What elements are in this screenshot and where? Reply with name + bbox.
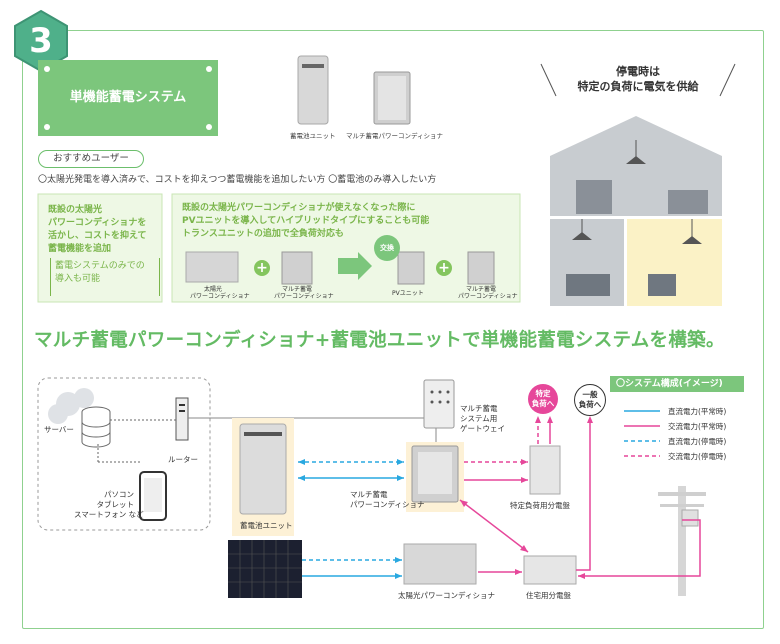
plus-icon: + (254, 260, 270, 276)
multi-pcs-diagram-icon (411, 445, 459, 503)
solar-pcs-small-icon (185, 251, 239, 283)
battery-unit-label: 蓄電池ユニット (290, 132, 336, 140)
home-panel-label: 住宅用分電盤 (526, 591, 571, 600)
specific-panel-label: 特定負荷用分電盤 (510, 501, 570, 510)
specific-load-panel-icon (529, 445, 561, 495)
server-label: サーバー (44, 425, 74, 434)
right-box-text: 既設の太陽光パワーコンディショナが使えなくなった際に PVユニットを導入してハイ… (182, 203, 430, 239)
plus-icon: + (436, 260, 452, 276)
rivet-icon (206, 124, 212, 130)
rivet-icon (44, 66, 50, 72)
gateway-label: マルチ蓄電 システム用 ゲートウェイ (460, 404, 505, 433)
battery-unit-diagram-icon (239, 423, 287, 515)
legend-title: 〇システム構成(イメージ) (610, 376, 744, 392)
multi-pcs-small-icon-1 (281, 251, 313, 285)
home-panel-icon (523, 555, 577, 585)
system-title-plate: 単機能蓄電システム (38, 60, 218, 136)
arrow-right-icon (338, 252, 372, 280)
pv-unit-small-icon (397, 251, 425, 285)
specific-load-badge: 特定負荷へ (528, 384, 558, 414)
utility-pole-icon (658, 486, 706, 596)
swap-badge: 交換 (374, 235, 400, 261)
battery-unit-diagram-label: 蓄電池ユニット (240, 521, 293, 530)
recommended-users-label: おすすめユーザー (38, 150, 144, 168)
multi-pcs-image-icon (373, 71, 411, 125)
gateway-icon (423, 379, 455, 429)
cloud-icon (48, 388, 94, 424)
server-icon (81, 406, 111, 448)
recommended-users-text: 〇太陽光発電を導入済みで、コストを抑えつつ蓄電機能を追加したい方 〇蓄電池のみ導… (38, 175, 437, 185)
multi-pcs-diagram-label: マルチ蓄電 パワーコンディショナ (350, 490, 425, 509)
general-load-badge: 一般負荷へ (574, 384, 606, 416)
smartphone-icon (139, 471, 167, 521)
legend: 〇システム構成(イメージ) 直流電力(平常時) 交流電力(平常時) 直流電力(停… (610, 376, 748, 468)
item3-label: PVユニット (392, 290, 424, 297)
item4-label: マルチ蓄電パワーコンディショナ (458, 286, 518, 300)
outage-text: 停電時は 特定の負荷に電気を供給 (577, 65, 699, 93)
item2-label: マルチ蓄電パワーコンディショナ (274, 286, 334, 300)
system-title: 単機能蓄電システム (69, 90, 187, 105)
solar-pcs-diagram-label: 太陽光パワーコンディショナ (398, 591, 495, 600)
multi-pcs-small-icon-2 (467, 251, 495, 285)
solar-pcs-diagram-icon (403, 543, 477, 585)
battery-unit-image-icon (297, 55, 329, 125)
devices-label: パソコン タブレット スマートフォン など (74, 490, 144, 519)
rivet-icon (44, 124, 50, 130)
item1-label: 太陽光パワーコンディショナ (190, 286, 250, 300)
rivet-icon (206, 66, 212, 72)
left-box-note: 蓄電システムのみでの 導入も可能 (55, 261, 145, 284)
house-icon (540, 63, 736, 306)
multi-pcs-label: マルチ蓄電パワーコンディショナ (346, 132, 444, 140)
headline: マルチ蓄電パワーコンディショナ+蓄電池ユニットで単機能蓄電システムを構築。 (34, 330, 725, 351)
router-icon (175, 397, 189, 441)
network-box (37, 377, 211, 531)
solar-panel-icon (228, 540, 302, 598)
step-number: 3 (29, 21, 53, 61)
router-label: ルーター (168, 455, 198, 464)
note-bracket (50, 258, 160, 296)
left-box-text: 既設の太陽光 パワーコンディショナを 活かし、コストを抑えて 蓄電機能を追加 (48, 205, 147, 254)
